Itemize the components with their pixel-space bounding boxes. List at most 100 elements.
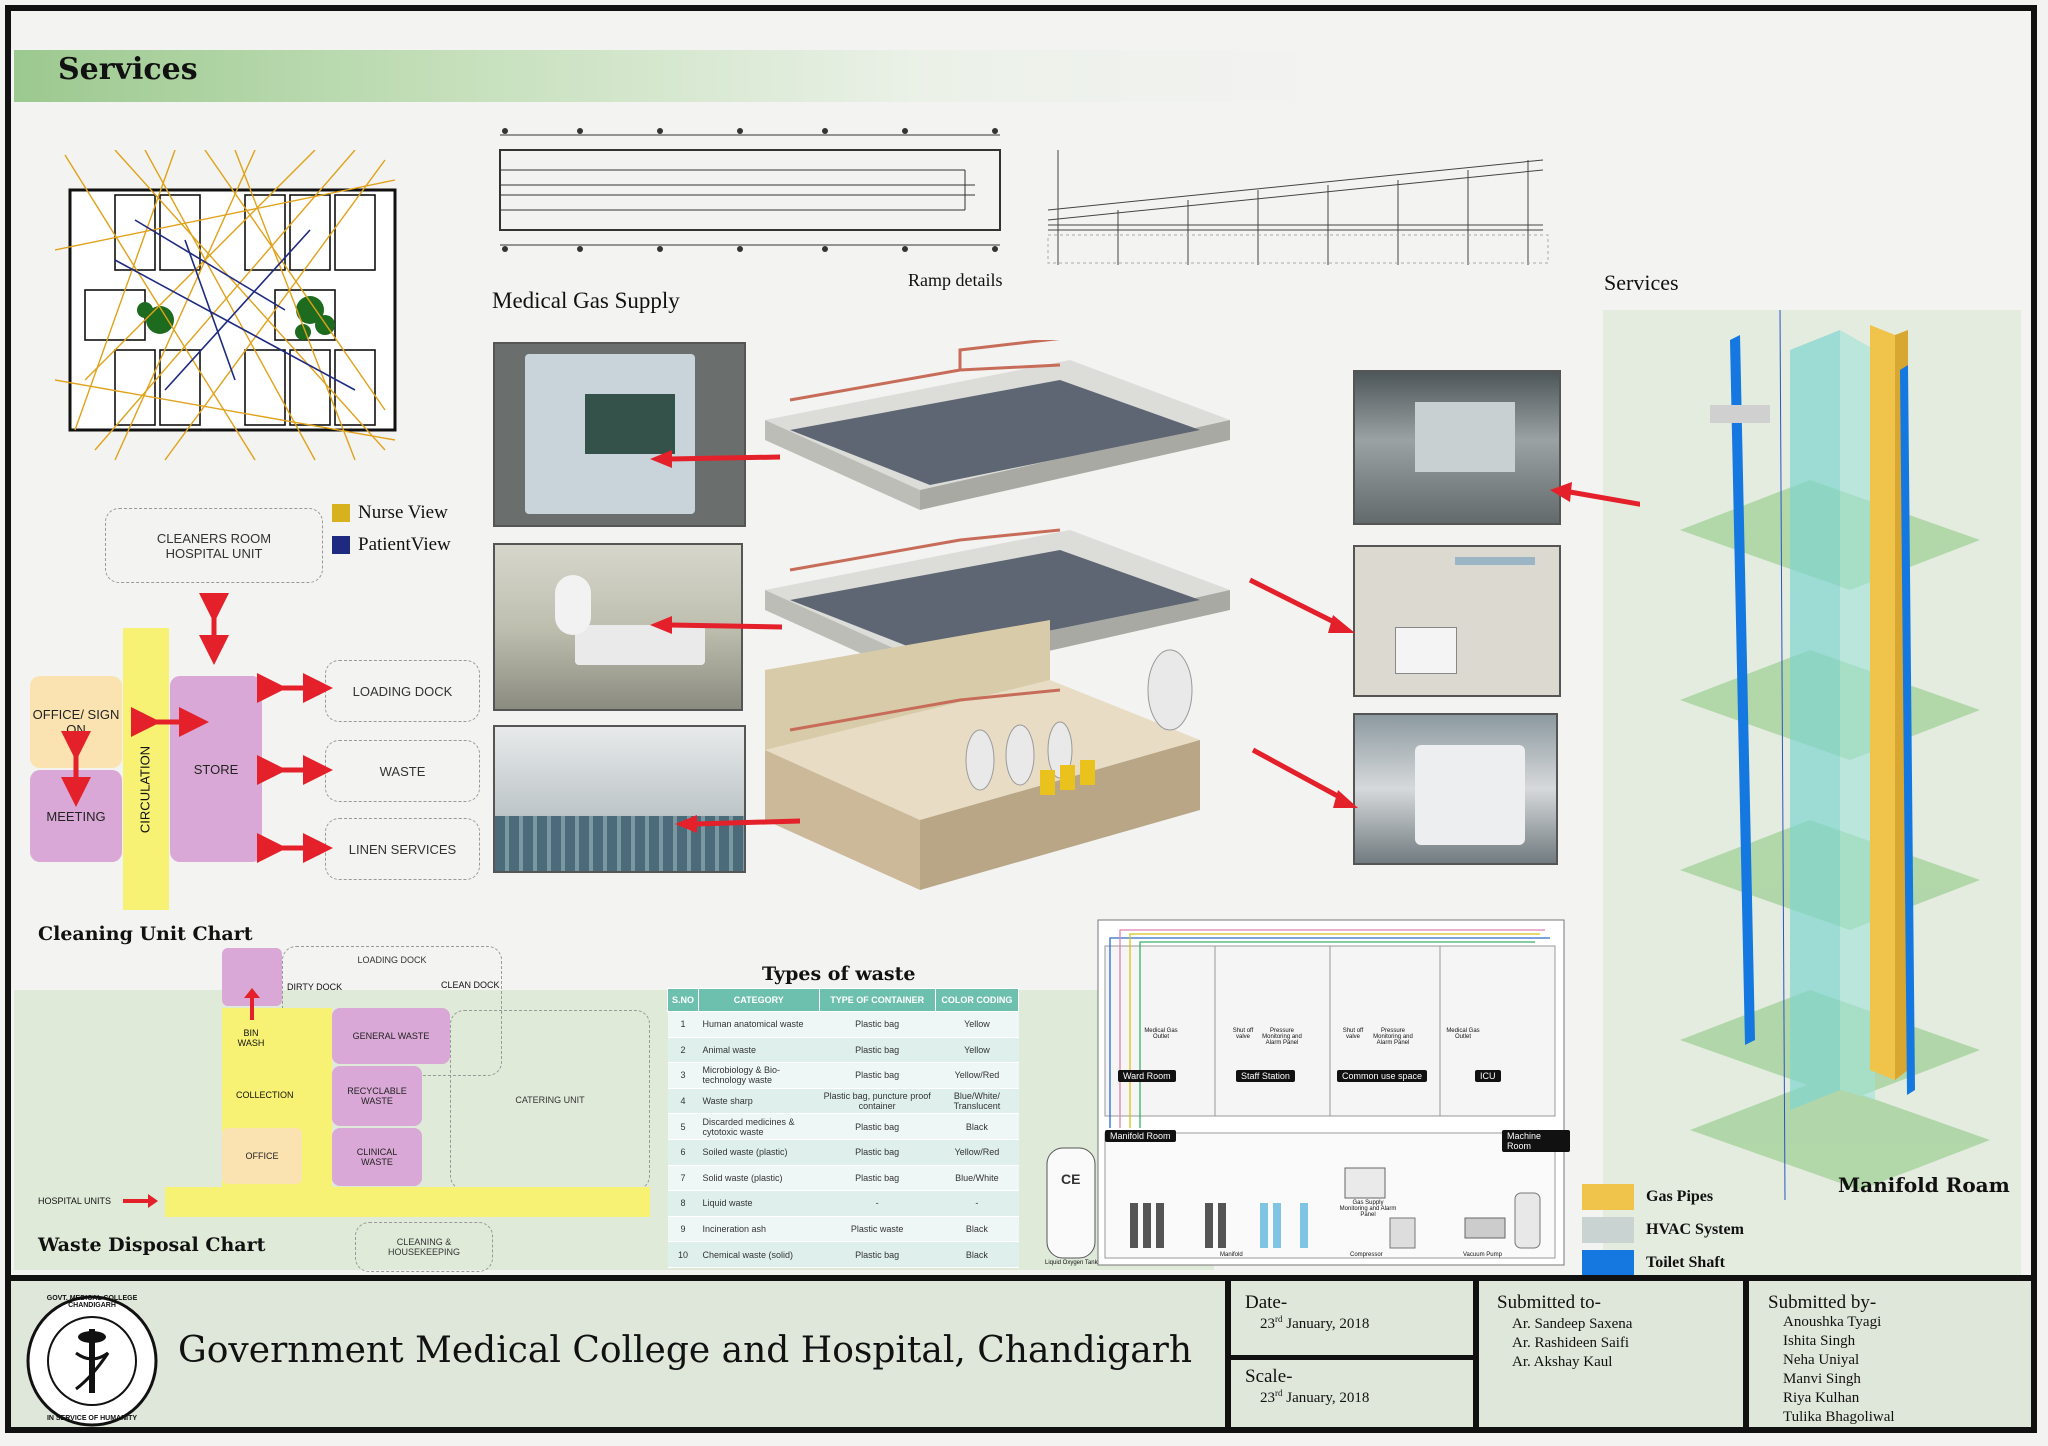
- date-day: 23: [1260, 1316, 1275, 1332]
- toilet-shaft-swatch: [1582, 1249, 1634, 1276]
- schematic-tank-letters: CE: [1061, 1171, 1081, 1187]
- table-cell: Liquid waste: [698, 1190, 819, 1217]
- institution-name: Government Medical College and Hospital,…: [178, 1330, 1193, 1371]
- section-title-band: [14, 50, 1314, 102]
- table-cell: Blue/White/ Translucent: [935, 1088, 1019, 1115]
- table-cell: Yellow/Red: [935, 1139, 1019, 1166]
- service-shaft-3d: [1650, 300, 2020, 1210]
- patient-view-swatch: [332, 536, 350, 554]
- table-cell: Plastic bag: [819, 1037, 936, 1064]
- room-icu: ICU: [1475, 1070, 1501, 1082]
- table-cell: Animal waste: [698, 1037, 819, 1064]
- table-cell: 8: [667, 1190, 699, 1217]
- date-sup: rd: [1275, 1314, 1283, 1324]
- submitted-by-name: Manvi Singh: [1783, 1371, 1861, 1387]
- toilet-shaft-label: Toilet Shaft: [1646, 1253, 1725, 1271]
- table-cell: Microbiology & Bio-technology waste: [698, 1062, 819, 1089]
- waste-table-header: TYPE OF CONTAINER: [818, 988, 936, 1012]
- table-cell: Black: [935, 1241, 1019, 1268]
- submitted-by-list: Anoushka Tyagi Ishita Singh Neha Uniyal …: [1783, 1313, 1895, 1427]
- table-cell: Black: [935, 1216, 1019, 1243]
- ramp-section-drawing: [1038, 130, 1553, 275]
- waste-table-header: CATEGORY: [698, 988, 820, 1012]
- wd-cleaning-housekeeping: CLEANING & HOUSEKEEPING: [355, 1222, 493, 1272]
- waste-table-title: Types of waste: [762, 963, 916, 985]
- wd-bin-wash: BIN WASH: [237, 1028, 265, 1048]
- table-cell: Soiled waste (plastic): [698, 1139, 819, 1166]
- table-cell: Plastic bag: [819, 1139, 936, 1166]
- date-rest: January, 2018: [1282, 1316, 1370, 1332]
- schematic-compressor: Compressor: [1350, 1252, 1383, 1258]
- schematic-item-2: Shut off valve: [1232, 1028, 1254, 1040]
- hvac-duct-photo: [1353, 370, 1561, 525]
- table-cell: 6: [667, 1139, 699, 1166]
- table-cell: Plastic waste: [819, 1216, 936, 1243]
- submitted-to-name: Ar. Rashideen Saifi: [1512, 1335, 1630, 1351]
- wd-loading-dock: LOADING DOCK: [357, 955, 427, 965]
- icu-bed-photo: [493, 543, 743, 711]
- wd-collection: COLLECTION: [236, 1090, 294, 1100]
- table-cell: 1: [667, 1011, 699, 1038]
- schematic-vacuum-pump: Vacuum Pump: [1463, 1252, 1502, 1258]
- submitted-to-name: Ar. Akshay Kaul: [1512, 1354, 1613, 1370]
- seal-text: GOVT. MEDICAL COLLEGE CHANDIGARH: [46, 1295, 138, 1309]
- date-value: 23rd January, 2018: [1260, 1314, 1369, 1333]
- hvac-swatch: [1582, 1216, 1634, 1243]
- scale-label: Scale-: [1245, 1366, 1293, 1387]
- schematic-panel-label: Gas Supply Monitoring and Alarm Panel: [1339, 1200, 1397, 1218]
- table-cell: Chemical waste (solid): [698, 1241, 819, 1268]
- wd-corridor: [165, 1187, 650, 1217]
- table-cell: Yellow: [935, 1011, 1019, 1038]
- cleaning-chart-title: Cleaning Unit Chart: [38, 923, 253, 945]
- table-cell: Human anatomical waste: [698, 1011, 819, 1038]
- submitted-by-name: Neha Uniyal: [1783, 1352, 1860, 1368]
- submitted-by-name: Riya Kulhan: [1783, 1390, 1860, 1406]
- wd-clinical-waste: CLINICAL WASTE: [332, 1128, 422, 1186]
- date-label: Date-: [1245, 1292, 1288, 1313]
- scale-rest: January, 2018: [1282, 1390, 1370, 1406]
- submitted-by-name: Anoushka Tyagi: [1783, 1314, 1882, 1330]
- circulation-bar: [123, 628, 169, 910]
- cleaning-chart-arrows: [61, 593, 333, 863]
- table-cell: Black: [935, 1113, 1019, 1140]
- table-cell: 4: [667, 1088, 699, 1115]
- schematic-manifold: Manifold: [1220, 1252, 1243, 1258]
- title-block-divider-1: [1225, 1281, 1231, 1433]
- table-cell: Plastic bag: [819, 1062, 936, 1089]
- wd-clean-dock: CLEAN DOCK: [441, 980, 500, 990]
- scale-day: 23: [1260, 1390, 1275, 1406]
- patient-view-label: PatientView: [358, 534, 451, 555]
- title-block-divider-2: [1473, 1281, 1479, 1433]
- waste-chart-title: Waste Disposal Chart: [38, 1234, 266, 1256]
- schematic-machine-room: Machine Room: [1502, 1130, 1570, 1152]
- gas-pipes-swatch: [1582, 1183, 1634, 1210]
- room-common-use-space: Common use space: [1337, 1070, 1428, 1082]
- table-cell: 3: [667, 1062, 699, 1089]
- wall-panel-photo: [1353, 545, 1561, 697]
- table-cell: 10: [667, 1241, 699, 1268]
- gas-distribution-schematic: Ward Room Staff Station Common use space…: [1045, 918, 1570, 1268]
- waste-table-header: S.NO: [666, 988, 700, 1012]
- schematic-item-4: Shut off valve: [1342, 1028, 1364, 1040]
- submitted-to-label: Submitted to-: [1497, 1292, 1601, 1313]
- nurse-view-label: Nurse View: [358, 502, 448, 523]
- title-block-divider-3: [1743, 1281, 1749, 1433]
- seal-motto: IN SERVICE OF HUMANITY: [46, 1415, 138, 1422]
- gas-pipes-label: Gas Pipes: [1646, 1187, 1714, 1205]
- gas-supply-building-cutaway: [760, 333, 1290, 900]
- waste-chart-arrows: [123, 988, 260, 1208]
- submitted-to-name: Ar. Sandeep Saxena: [1512, 1316, 1633, 1332]
- nurse-view-swatch: [332, 504, 350, 522]
- scale-value: 23rd January, 2018: [1260, 1388, 1369, 1407]
- services-legend: Gas Pipes HVAC System Toilet Shaft: [1582, 1180, 1744, 1279]
